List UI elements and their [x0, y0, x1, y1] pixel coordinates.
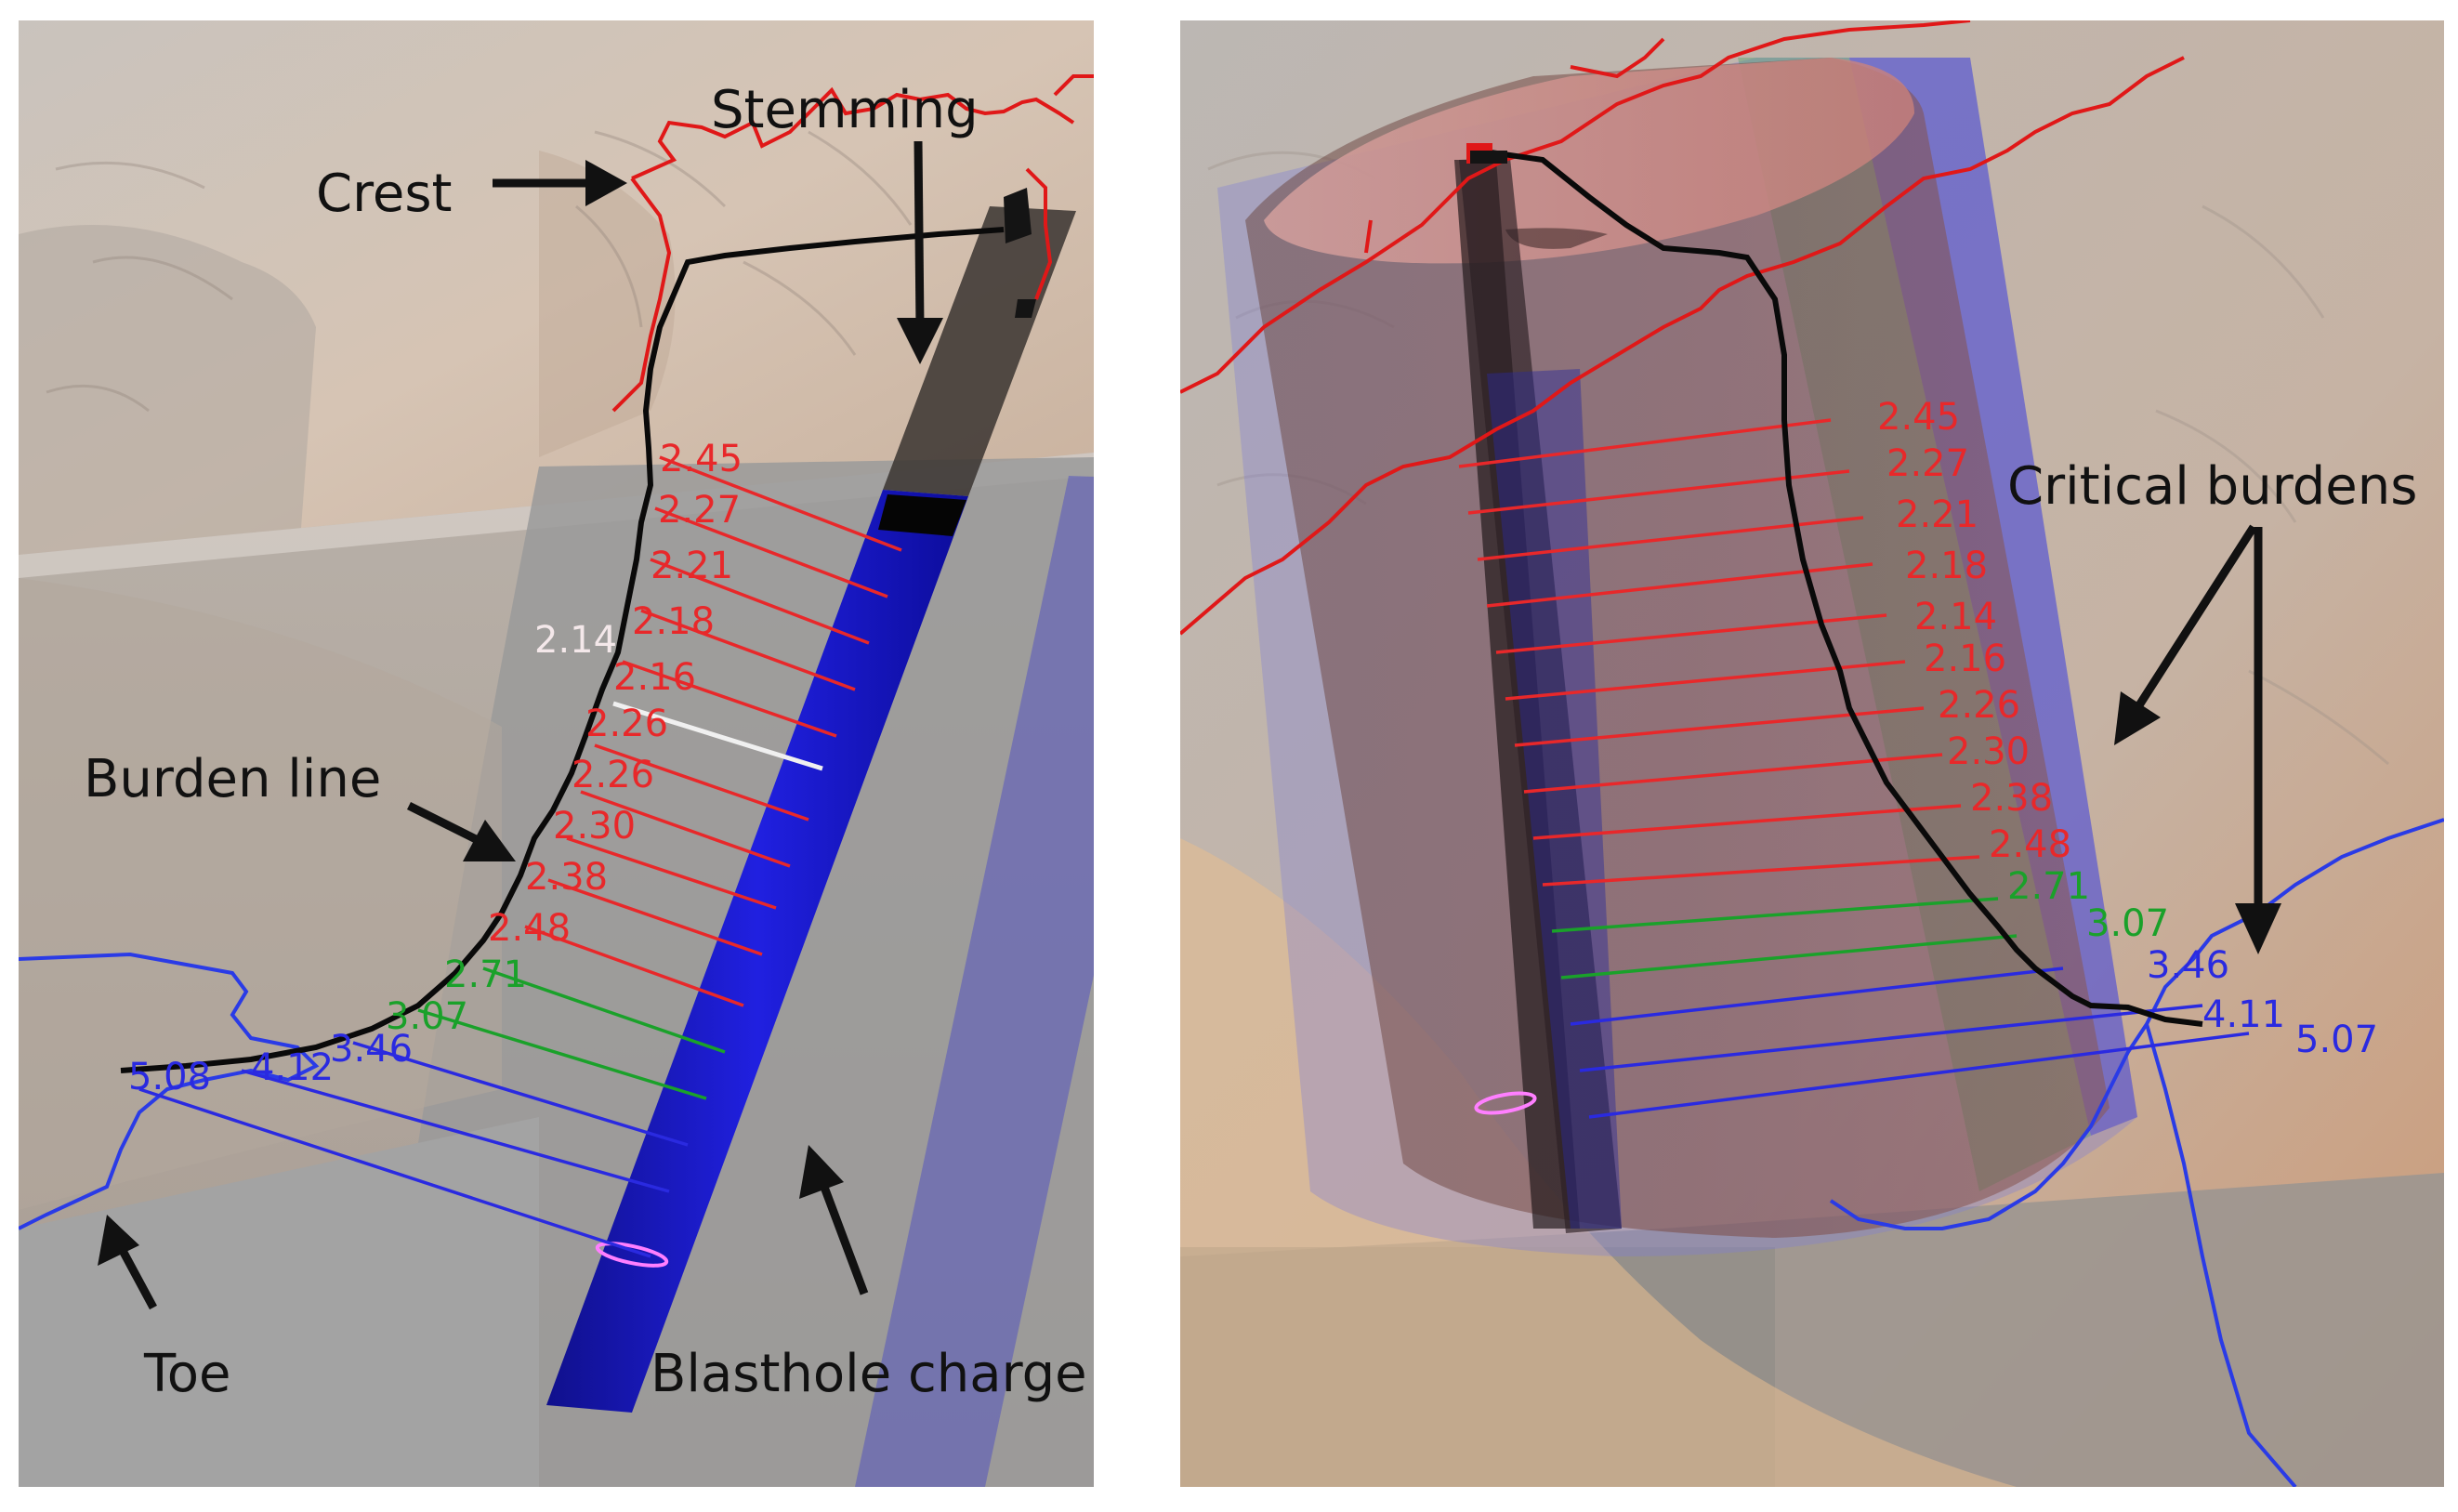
blasthole-charge-label: Blasthole charge: [651, 1344, 1087, 1404]
right-value-11: 2.71: [2007, 865, 2090, 908]
right-value-10: 2.48: [1989, 823, 2071, 866]
stemming-column: [883, 206, 1076, 496]
burden-profile-line: [120, 227, 1005, 1073]
left-value-5: 2.14: [534, 619, 617, 662]
crest-arrow: [585, 160, 627, 206]
right-burden-values: 2.45 2.27 2.21 2.18 2.14 2.16 2.26 2.30 …: [1877, 396, 2378, 1061]
right-value-14: 4.11: [2202, 993, 2285, 1036]
crest-label: Crest: [316, 164, 452, 224]
burden-line-label: Burden line: [84, 749, 381, 809]
toe-label: Toe: [143, 1344, 230, 1404]
right-crest-line: [1180, 20, 1971, 394]
critical-burden-arrow-2: [2235, 903, 2281, 954]
left-value-12: 2.71: [444, 953, 527, 996]
right-value-4: 2.18: [1905, 545, 1988, 587]
right-value-2: 2.27: [1886, 442, 1969, 485]
left-value-8: 2.26: [572, 754, 654, 796]
right-view-panel: 2.45 2.27 2.21 2.18 2.14 2.16 2.26 2.30 …: [1180, 20, 2444, 1487]
right-toe-line: [1829, 818, 2444, 1230]
left-view-panel: 2.45 2.27 2.21 2.18 2.14 2.16 2.26 2.26 …: [19, 20, 1094, 1487]
right-callout-arrows: [2114, 524, 2281, 954]
right-value-15: 5.07: [2295, 1019, 2378, 1061]
left-value-16: 5.08: [128, 1056, 211, 1098]
left-value-9: 2.30: [553, 805, 636, 848]
right-value-7: 2.26: [1938, 684, 2020, 727]
right-value-13: 3.46: [2147, 944, 2229, 987]
right-burden-profile-line: [1477, 148, 2203, 1027]
left-value-7: 2.26: [585, 703, 668, 745]
blast-volume-cylinder: [1245, 58, 2110, 1238]
left-value-13: 3.07: [386, 995, 468, 1038]
left-value-3: 2.21: [651, 545, 733, 587]
right-value-1: 2.45: [1877, 396, 1960, 439]
left-value-14: 3.46: [330, 1028, 413, 1071]
right-value-9: 2.38: [1970, 777, 2053, 820]
left-value-1: 2.45: [660, 438, 743, 480]
left-scene: 2.45 2.27 2.21 2.18 2.14 2.16 2.26 2.26 …: [19, 20, 1094, 1487]
left-value-2: 2.27: [658, 489, 741, 532]
toe-arrow: [98, 1215, 139, 1266]
left-burden-values: 2.45 2.27 2.21 2.18 2.14 2.16 2.26 2.26 …: [128, 438, 743, 1098]
stemming-arrow: [897, 318, 943, 364]
charge-arrow: [799, 1145, 844, 1199]
right-value-12: 3.07: [2086, 902, 2169, 945]
left-value-6: 2.16: [613, 656, 696, 699]
stemming-label: Stemming: [711, 80, 979, 140]
crest-line: [631, 86, 1075, 180]
left-burden-segments: [138, 455, 902, 1258]
right-scene: 2.45 2.27 2.21 2.18 2.14 2.16 2.26 2.30 …: [1180, 20, 2444, 1487]
toe-line: [19, 952, 320, 1230]
critical-burdens-label: Critical burdens: [2007, 456, 2417, 517]
left-value-4: 2.18: [632, 600, 715, 643]
left-value-15: 4.12: [251, 1046, 334, 1089]
terrain-texture: [46, 130, 913, 413]
right-value-3: 2.21: [1896, 493, 1978, 536]
left-callout-arrows: [98, 140, 943, 1310]
critical-burden-arrow-1: [2114, 691, 2161, 745]
left-value-10: 2.38: [525, 856, 608, 899]
burden-line-arrow: [463, 820, 516, 861]
right-value-6: 2.16: [1924, 638, 2006, 680]
left-value-11: 2.48: [488, 907, 571, 950]
right-value-8: 2.30: [1947, 730, 2030, 773]
right-value-5: 2.14: [1914, 596, 1997, 638]
